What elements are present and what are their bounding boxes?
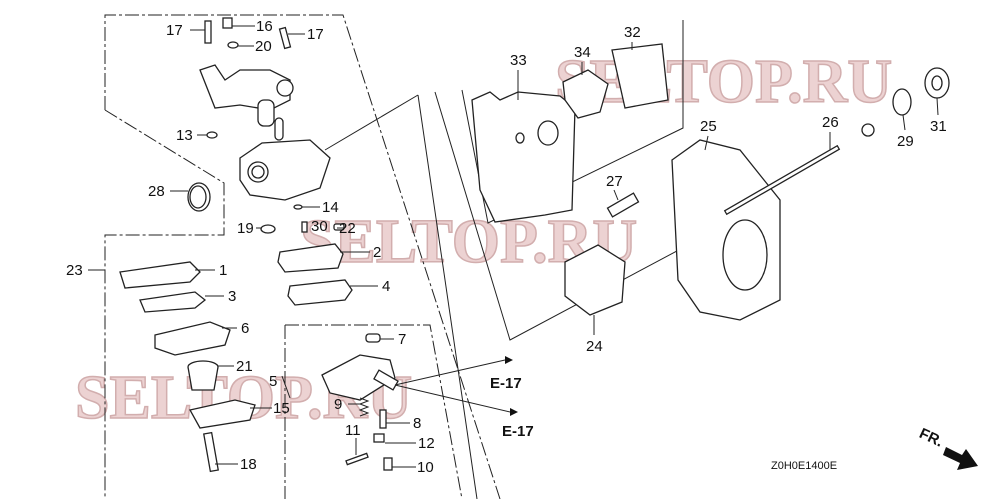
part-label-32: 32 [624, 24, 641, 41]
part-label-31: 31 [930, 118, 947, 135]
part-label-9: 9 [334, 396, 342, 413]
part-label-22: 22 [339, 220, 356, 237]
part-label-28: 28 [148, 183, 165, 200]
arrow-icon [505, 356, 513, 364]
part-label-6: 6 [241, 320, 249, 337]
ring-part [293, 204, 303, 210]
plate-part [562, 69, 609, 119]
part-label-24: 24 [586, 338, 603, 355]
part-label-25: 25 [700, 118, 717, 135]
screw-part [204, 20, 212, 44]
o-ring-part [187, 182, 211, 212]
part-label-21: 21 [236, 358, 253, 375]
part-label-34: 34 [574, 44, 591, 61]
cover-plate-part [189, 399, 256, 429]
part-label-17: 17 [307, 26, 324, 43]
spring-part [358, 397, 370, 417]
air-cleaner-case-part [671, 139, 781, 321]
needle-part [379, 409, 387, 429]
part-label-12: 12 [418, 435, 435, 452]
part-label-1: 1 [219, 262, 227, 279]
bolt-part [606, 192, 640, 218]
part-label-14: 14 [322, 199, 339, 216]
filter-part [187, 366, 219, 391]
part-label-23: 23 [66, 262, 83, 279]
drawing-code: Z0H0E1400E [771, 460, 837, 472]
carburetor-top-assembly [199, 64, 294, 127]
reference-link-e17[interactable]: E-17 [502, 423, 534, 440]
insulator-plate-part [471, 91, 576, 223]
cover-part [154, 321, 231, 356]
part-label-18: 18 [240, 456, 257, 473]
part-label-17: 17 [166, 22, 183, 39]
part-label-13: 13 [176, 127, 193, 144]
screw-part [203, 431, 219, 473]
group-boundary [434, 91, 721, 341]
carburetor-body [239, 117, 331, 201]
plug-part [260, 224, 276, 234]
part-label-11: 11 [345, 422, 361, 439]
part-label-19: 19 [237, 220, 254, 237]
reference-link-e17[interactable]: E-17 [490, 375, 522, 392]
part-label-16: 16 [256, 18, 273, 35]
part-label-15: 15 [273, 400, 290, 417]
watermark: SELTOP.RU [555, 48, 892, 116]
screw-part [373, 433, 385, 443]
diaphragm-part [139, 291, 207, 313]
part-label-5: 5 [269, 373, 277, 390]
gasket-part [611, 43, 669, 109]
part-label-8: 8 [413, 415, 421, 432]
pin-part [345, 452, 369, 466]
screw-part [278, 26, 292, 50]
group-boundary [417, 94, 478, 499]
group-boundary [104, 14, 501, 499]
screw-part [383, 457, 393, 471]
front-indicator-label: FR. [917, 425, 946, 451]
part-label-33: 33 [510, 52, 527, 69]
part-label-29: 29 [897, 133, 914, 150]
gasket-part [119, 261, 201, 289]
front-arrow-icon [943, 447, 978, 470]
washer-part [227, 41, 239, 49]
part-label-27: 27 [606, 173, 623, 190]
washer-part [892, 88, 912, 116]
part-label-7: 7 [398, 331, 406, 348]
jet-part [301, 221, 308, 233]
part-label-3: 3 [228, 288, 236, 305]
gasket-part [564, 244, 626, 316]
fitting-part [222, 17, 233, 29]
leader-lines [88, 25, 939, 468]
arrow-icon [510, 408, 518, 416]
pump-body-part [321, 354, 396, 401]
plug-part [365, 333, 381, 343]
part-label-10: 10 [417, 459, 434, 476]
bolt-part [723, 144, 841, 216]
group-boundary [285, 324, 463, 499]
part-label-4: 4 [382, 278, 390, 295]
group-boundary [104, 109, 225, 499]
group-boundary [461, 20, 684, 224]
group-boundary [324, 94, 419, 151]
part-label-20: 20 [255, 38, 272, 55]
clip-part [206, 131, 218, 139]
gasket-part [277, 243, 344, 273]
part-label-2: 2 [373, 244, 381, 261]
part-label-30: 30 [311, 218, 328, 235]
diaphragm-part [287, 279, 353, 306]
part-label-26: 26 [822, 114, 839, 131]
